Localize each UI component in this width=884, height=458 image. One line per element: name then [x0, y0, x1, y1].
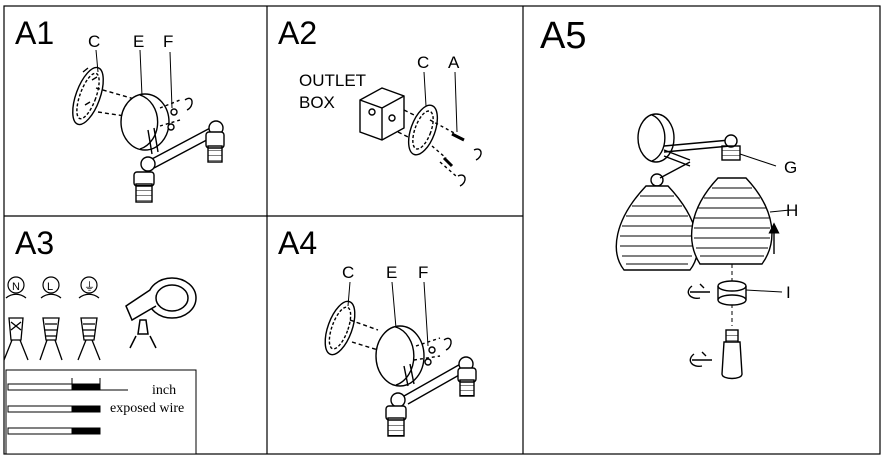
a4-label-f: F [418, 263, 428, 282]
a1-illustration [72, 49, 225, 203]
a3-symbol-live: L [47, 281, 53, 293]
a2-title: A2 [278, 15, 317, 51]
a3-wire-symbols [5, 276, 100, 299]
a1-title: A1 [15, 15, 54, 51]
a3-symbol-neutral: N [12, 281, 20, 293]
electrical-tape-icon [125, 277, 197, 349]
a2-illustration [359, 71, 482, 187]
a4-label-c: C [342, 263, 354, 282]
a4-label-e: E [386, 263, 397, 282]
a3-title: A3 [15, 225, 54, 261]
a3-strip-note-wire: exposed wire [110, 401, 184, 416]
a4-illustration [324, 281, 477, 437]
a2-label-outlet: OUTLET [299, 71, 366, 90]
a2-label-box: BOX [299, 93, 335, 112]
a1-label-e: E [133, 32, 144, 51]
a2-label-a: A [448, 53, 460, 72]
a3-strip-guide [5, 369, 197, 455]
panel-frames [3, 5, 881, 455]
a3-wire-nuts [3, 317, 101, 361]
a1-label-f: F [163, 32, 173, 51]
a2-label-c: C [417, 53, 429, 72]
a3-strip-note-inch: inch [152, 383, 176, 398]
a5-label-i: I [786, 283, 791, 302]
a5-label-h: H [786, 201, 798, 220]
a1-label-c: C [88, 32, 100, 51]
a5-label-g: G [784, 158, 797, 177]
a3-symbol-ground: ⏚ [84, 280, 95, 293]
a4-title: A4 [278, 225, 317, 261]
a5-title: A5 [540, 15, 586, 57]
a5-illustration [615, 113, 791, 380]
